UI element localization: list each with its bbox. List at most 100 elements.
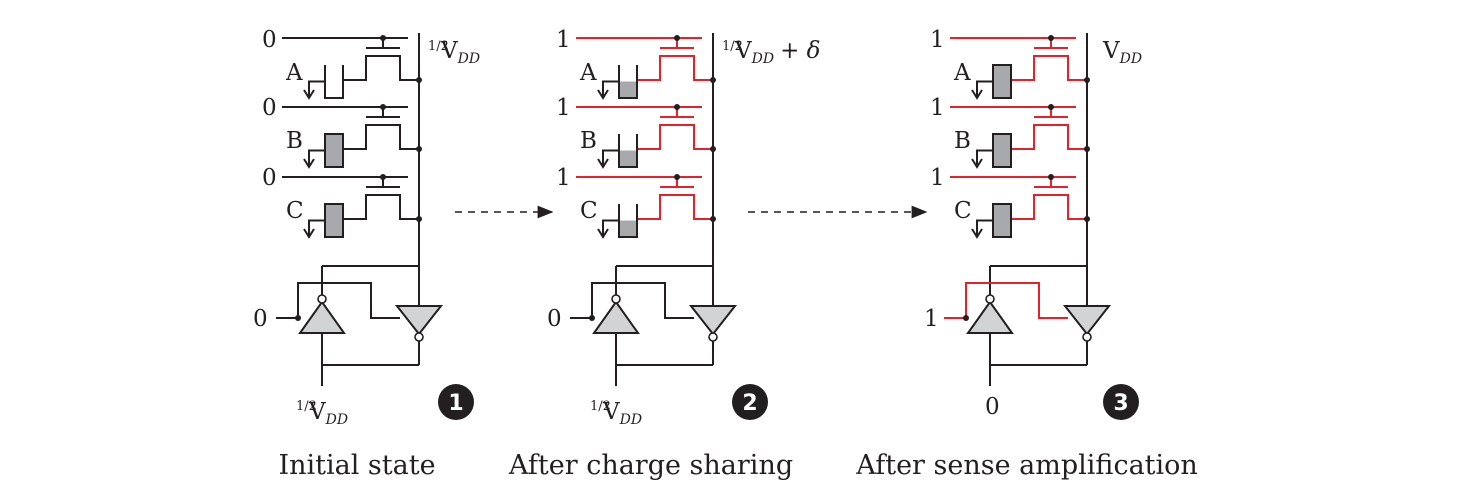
amp-cross-wire [965, 282, 1068, 319]
step-badge-number: 1 [448, 391, 463, 416]
ground-arrow-icon [597, 89, 609, 100]
gate-junction-dot [674, 104, 680, 110]
svg-text:VDD+ δ: VDD+ δ [734, 38, 821, 67]
bitline-frac: 1/2 [428, 39, 449, 54]
bottom-supply-label: 1/2 VDD [296, 399, 348, 428]
gate-junction-dot [674, 35, 680, 41]
bitline-sub: DD [1119, 51, 1142, 67]
ground-lead [976, 219, 993, 235]
ground-lead [976, 149, 993, 165]
input-junction-dot [295, 315, 301, 321]
circuit [570, 33, 738, 386]
bottom-main: V [602, 399, 620, 425]
panel-caption: After sense amplification [855, 450, 1198, 481]
access-transistor [637, 194, 713, 220]
sense-amplifier [570, 265, 738, 386]
storage-capacitor [324, 65, 344, 99]
cell-row [576, 104, 716, 169]
bitline-junction-dot [1084, 216, 1090, 222]
storage-capacitor-charge [619, 81, 637, 98]
inverter-left-icon [298, 300, 346, 334]
storage-capacitor-charge [619, 150, 637, 167]
bitline-sub: DD [751, 51, 774, 67]
storage-capacitor [324, 133, 344, 168]
wordline-c-value: 1 [930, 165, 945, 191]
ground-arrow-icon [303, 158, 315, 169]
wordline-row-b: 1 B [556, 95, 597, 154]
inverter-left-icon [966, 300, 1014, 334]
wordline-row-b: 0 B [262, 95, 303, 154]
bitline-sub: DD [457, 51, 480, 67]
inverter-bubble [317, 294, 327, 304]
bottom-frac: 1/2 [296, 399, 317, 414]
bottom-frac: 1/2 [590, 399, 611, 414]
ground-arrow-icon [303, 89, 315, 100]
wordline-c-value: 0 [262, 165, 277, 191]
inverter-right-icon [1062, 305, 1112, 336]
bitline-label: VDD [1102, 38, 1142, 67]
storage-capacitor [992, 203, 1012, 238]
svg-text:VDD: VDD [440, 38, 480, 67]
bottom-supply-label: 1/2 VDD [590, 399, 642, 428]
bitline-label: 1/2 VDD+ δ [722, 38, 821, 67]
ground-arrow-icon [971, 158, 983, 169]
inverter-bubble [611, 294, 621, 304]
cell-row [282, 35, 422, 100]
gate-junction-dot [1048, 174, 1054, 180]
sense-amplifier [276, 265, 444, 386]
ground-arrow-icon [303, 228, 315, 239]
step-badge: 2 [732, 384, 768, 420]
inverter-bubble [414, 332, 424, 342]
wordline-row-b: 1 B [930, 95, 971, 154]
bitline-frac: 1/2 [722, 39, 743, 54]
bitline-label: 1/2 VDD [428, 38, 480, 67]
bitline-junction-dot [416, 77, 422, 83]
access-transistor [343, 124, 419, 150]
ground-lead [308, 219, 325, 235]
inverter-right-icon [394, 305, 444, 336]
wordline-c-value: 1 [556, 165, 571, 191]
input-junction-dot [589, 315, 595, 321]
inverter-right-icon [688, 305, 738, 336]
access-transistor [1011, 55, 1087, 81]
storage-capacitor [992, 64, 1012, 99]
gate-junction-dot [380, 104, 386, 110]
step-badge: 3 [1103, 384, 1139, 420]
ground-lead [602, 80, 619, 96]
access-transistor [1011, 194, 1087, 220]
step-badge: 1 [438, 384, 474, 420]
cell-c-label: C [286, 198, 304, 224]
bitline-junction-dot [710, 216, 716, 222]
access-transistor [343, 194, 419, 220]
cell-row [282, 174, 422, 239]
amp-cross-wire [591, 282, 694, 319]
ground-lead [976, 80, 993, 96]
bitline-junction-dot [710, 77, 716, 83]
step-badge-number: 2 [742, 391, 757, 416]
inverter-left-icon [592, 300, 640, 334]
storage-capacitor [324, 203, 344, 238]
wordline-a-value: 0 [262, 27, 277, 53]
cell-a-label: A [285, 60, 303, 86]
gate-junction-dot [380, 174, 386, 180]
ground-lead [602, 149, 619, 165]
inverter-bubble [708, 332, 718, 342]
wordline-row-a: 0 A [262, 27, 303, 86]
cell-row [950, 35, 1090, 100]
bitline-main: V [440, 38, 458, 64]
cell-c-label: C [954, 198, 972, 224]
bitline-junction-dot [710, 146, 716, 152]
cell-b-label: B [954, 128, 971, 154]
input-value: 1 [924, 306, 939, 332]
sense-amplifier [944, 265, 1112, 386]
wordline-b-value: 0 [262, 95, 277, 121]
bottom-sub: DD [619, 412, 642, 428]
ground-arrow-icon [971, 228, 983, 239]
wordline-row-c: 0 C [262, 165, 304, 224]
bitline-main: V [734, 38, 752, 64]
cell-row [950, 104, 1090, 169]
svg-text:VDD: VDD [308, 399, 348, 428]
access-transistor [637, 55, 713, 81]
cell-b-label: B [286, 128, 303, 154]
ground-arrow-icon [597, 158, 609, 169]
